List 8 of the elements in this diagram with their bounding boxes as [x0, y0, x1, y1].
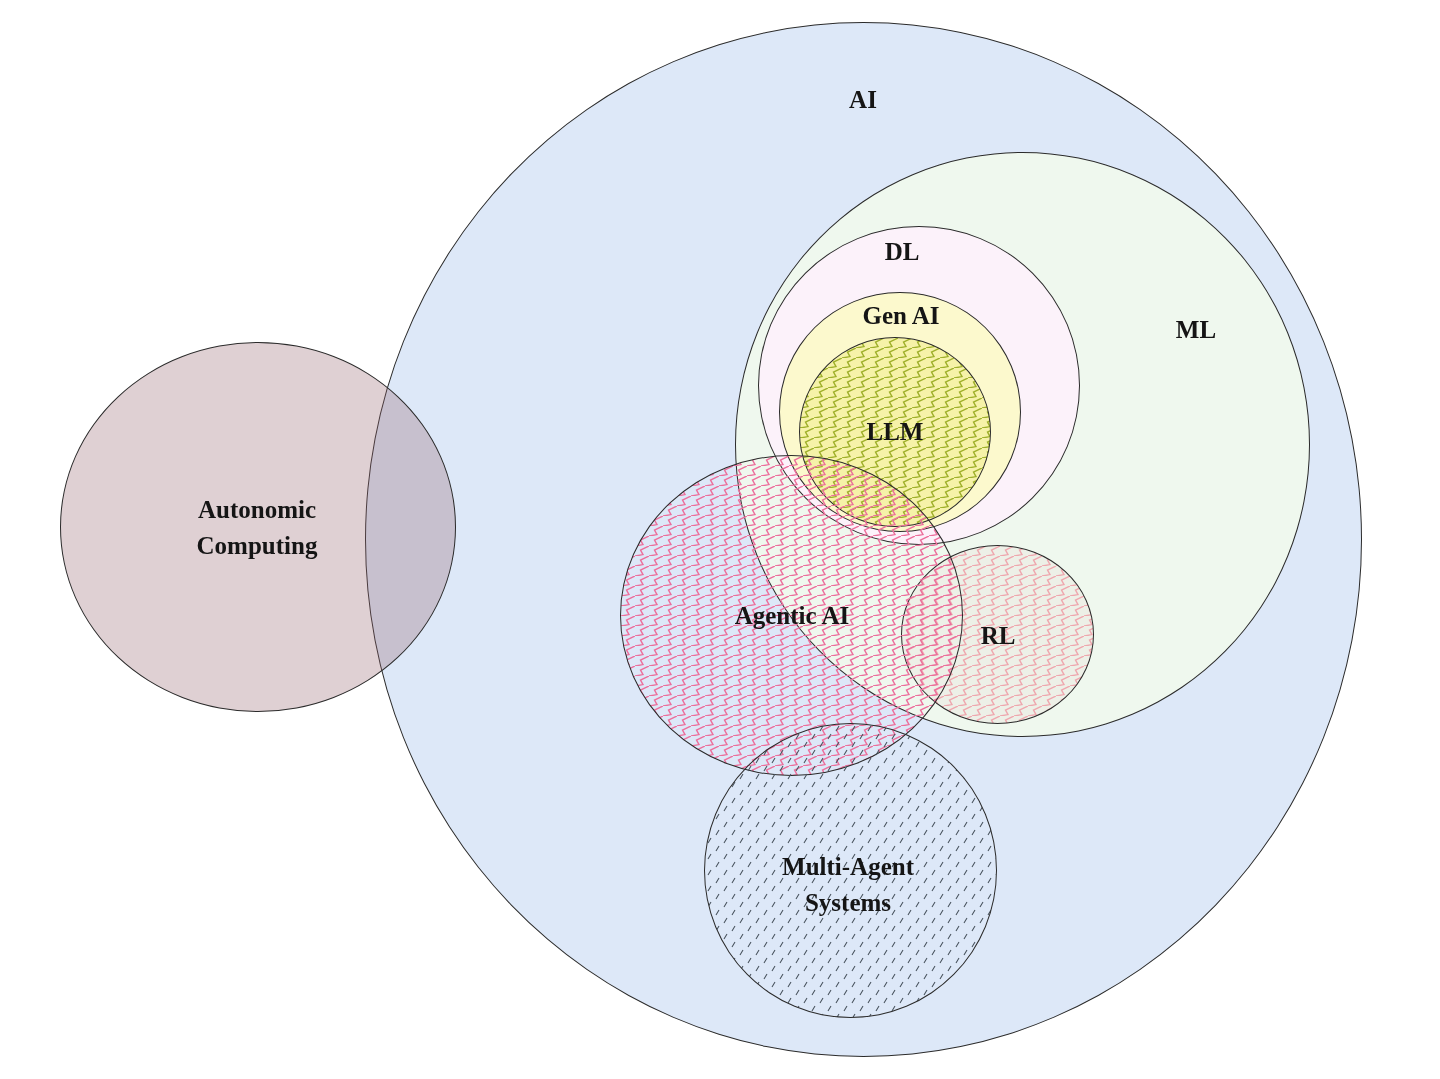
set-label: Multi-Agent Systems — [782, 851, 914, 918]
set-label: RL — [980, 621, 1016, 651]
set-label: Autonomic Computing — [196, 494, 318, 561]
set-label: Gen AI — [862, 301, 940, 331]
set-label: LLM — [866, 417, 924, 447]
set-label: ML — [1175, 315, 1217, 345]
set-label: DL — [884, 237, 920, 267]
set-label: AI — [849, 85, 877, 115]
